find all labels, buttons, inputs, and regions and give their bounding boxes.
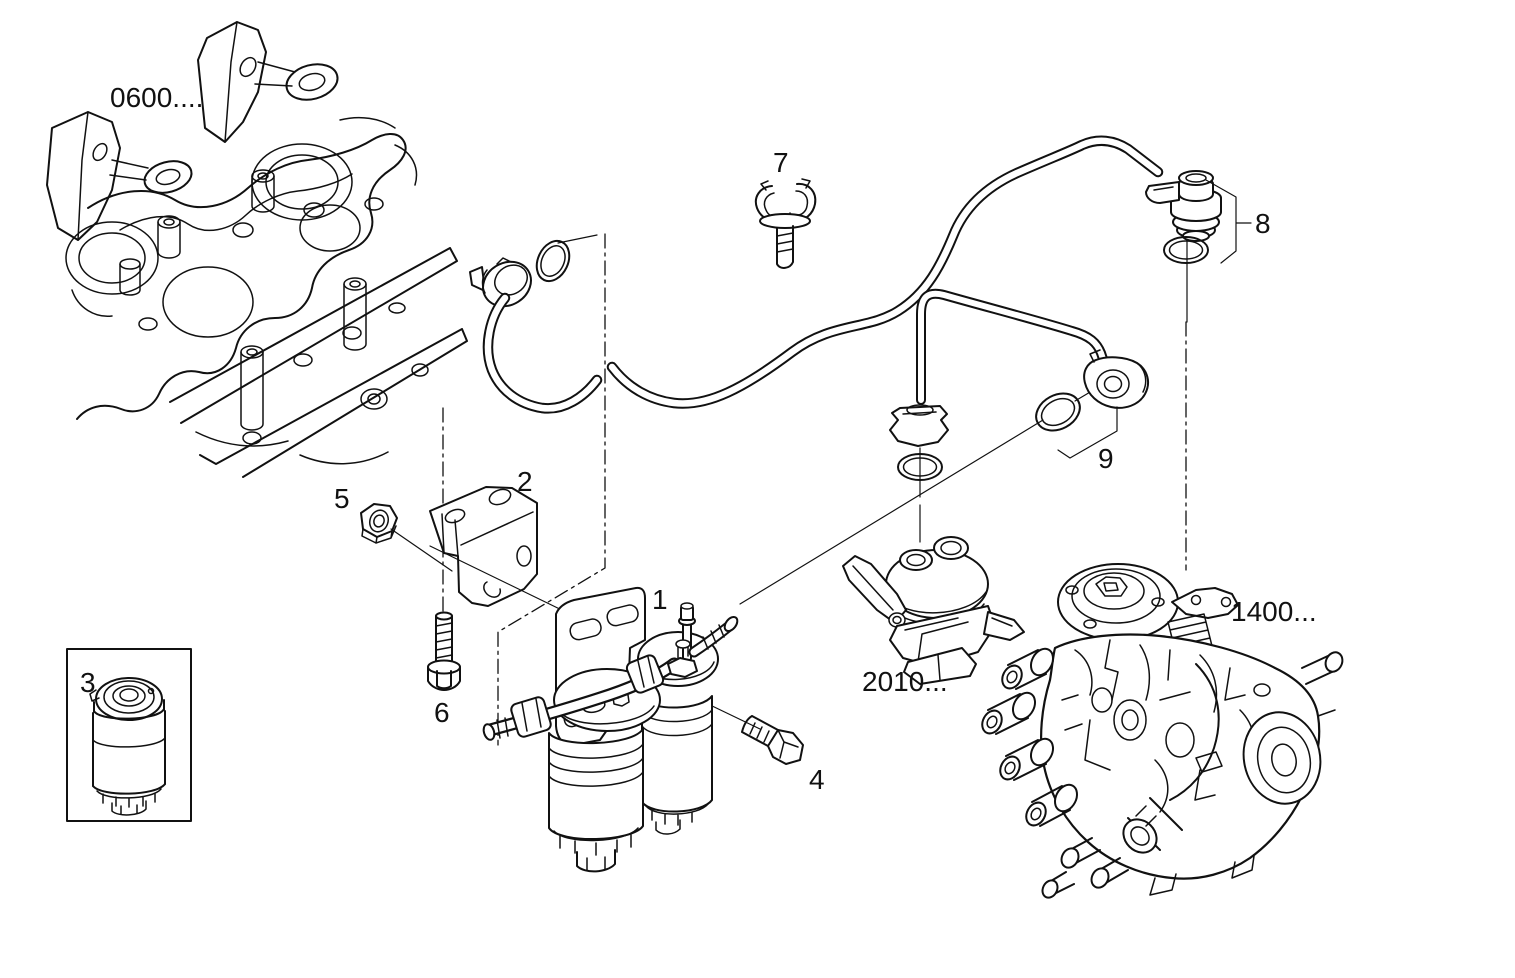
centerlines [442,233,1188,746]
bolt-filter-part [741,715,804,765]
bolt-bracket-part [427,611,461,691]
filter-cartridge-part [89,677,166,816]
mounting-bracket-part [429,486,538,607]
callout-7-label: 7 [773,147,789,178]
nut-part [360,503,398,544]
cylinder-head-drawing [46,21,468,478]
callout-9-label: 9 [1098,443,1114,474]
oring-9 [1035,392,1081,432]
callout-lift-pump-label: 2010... [862,666,948,697]
callout-1-label: 1 [652,584,668,615]
callout-engine-ref-label: 0600.... [110,82,203,113]
lift-pump-part [842,536,1025,685]
fuel-return-hose [482,135,1164,414]
callout-injection-pump-label: 1400... [1231,596,1317,627]
hose-connector-part [469,257,532,308]
banjo-union-8 [1145,170,1222,242]
callout-bracket-8 [1205,179,1252,264]
callout-8-label: 8 [1255,208,1271,239]
pump-union-part [889,404,949,447]
callout-2-label: 2 [517,466,533,497]
diagram-labels: 0600.... 1 2 3 4 5 6 7 8 9 2010... 1400.… [80,82,1317,795]
callout-bracket-9 [1057,406,1118,459]
fuel-feed-pipe [916,288,1111,405]
injection-pump-part [981,563,1344,899]
banjo-union-9 [1083,349,1150,409]
pipe-clip-part [754,178,817,269]
hose-oring [535,239,571,283]
spare-filter-box [66,648,192,822]
callout-4-label: 4 [809,764,825,795]
oring-pump [897,453,943,481]
callout-5-label: 5 [334,483,350,514]
callout-3-label: 3 [80,667,96,698]
callout-6-label: 6 [434,697,450,728]
filter-assembly-part [482,586,739,873]
oring-8 [1163,236,1209,264]
